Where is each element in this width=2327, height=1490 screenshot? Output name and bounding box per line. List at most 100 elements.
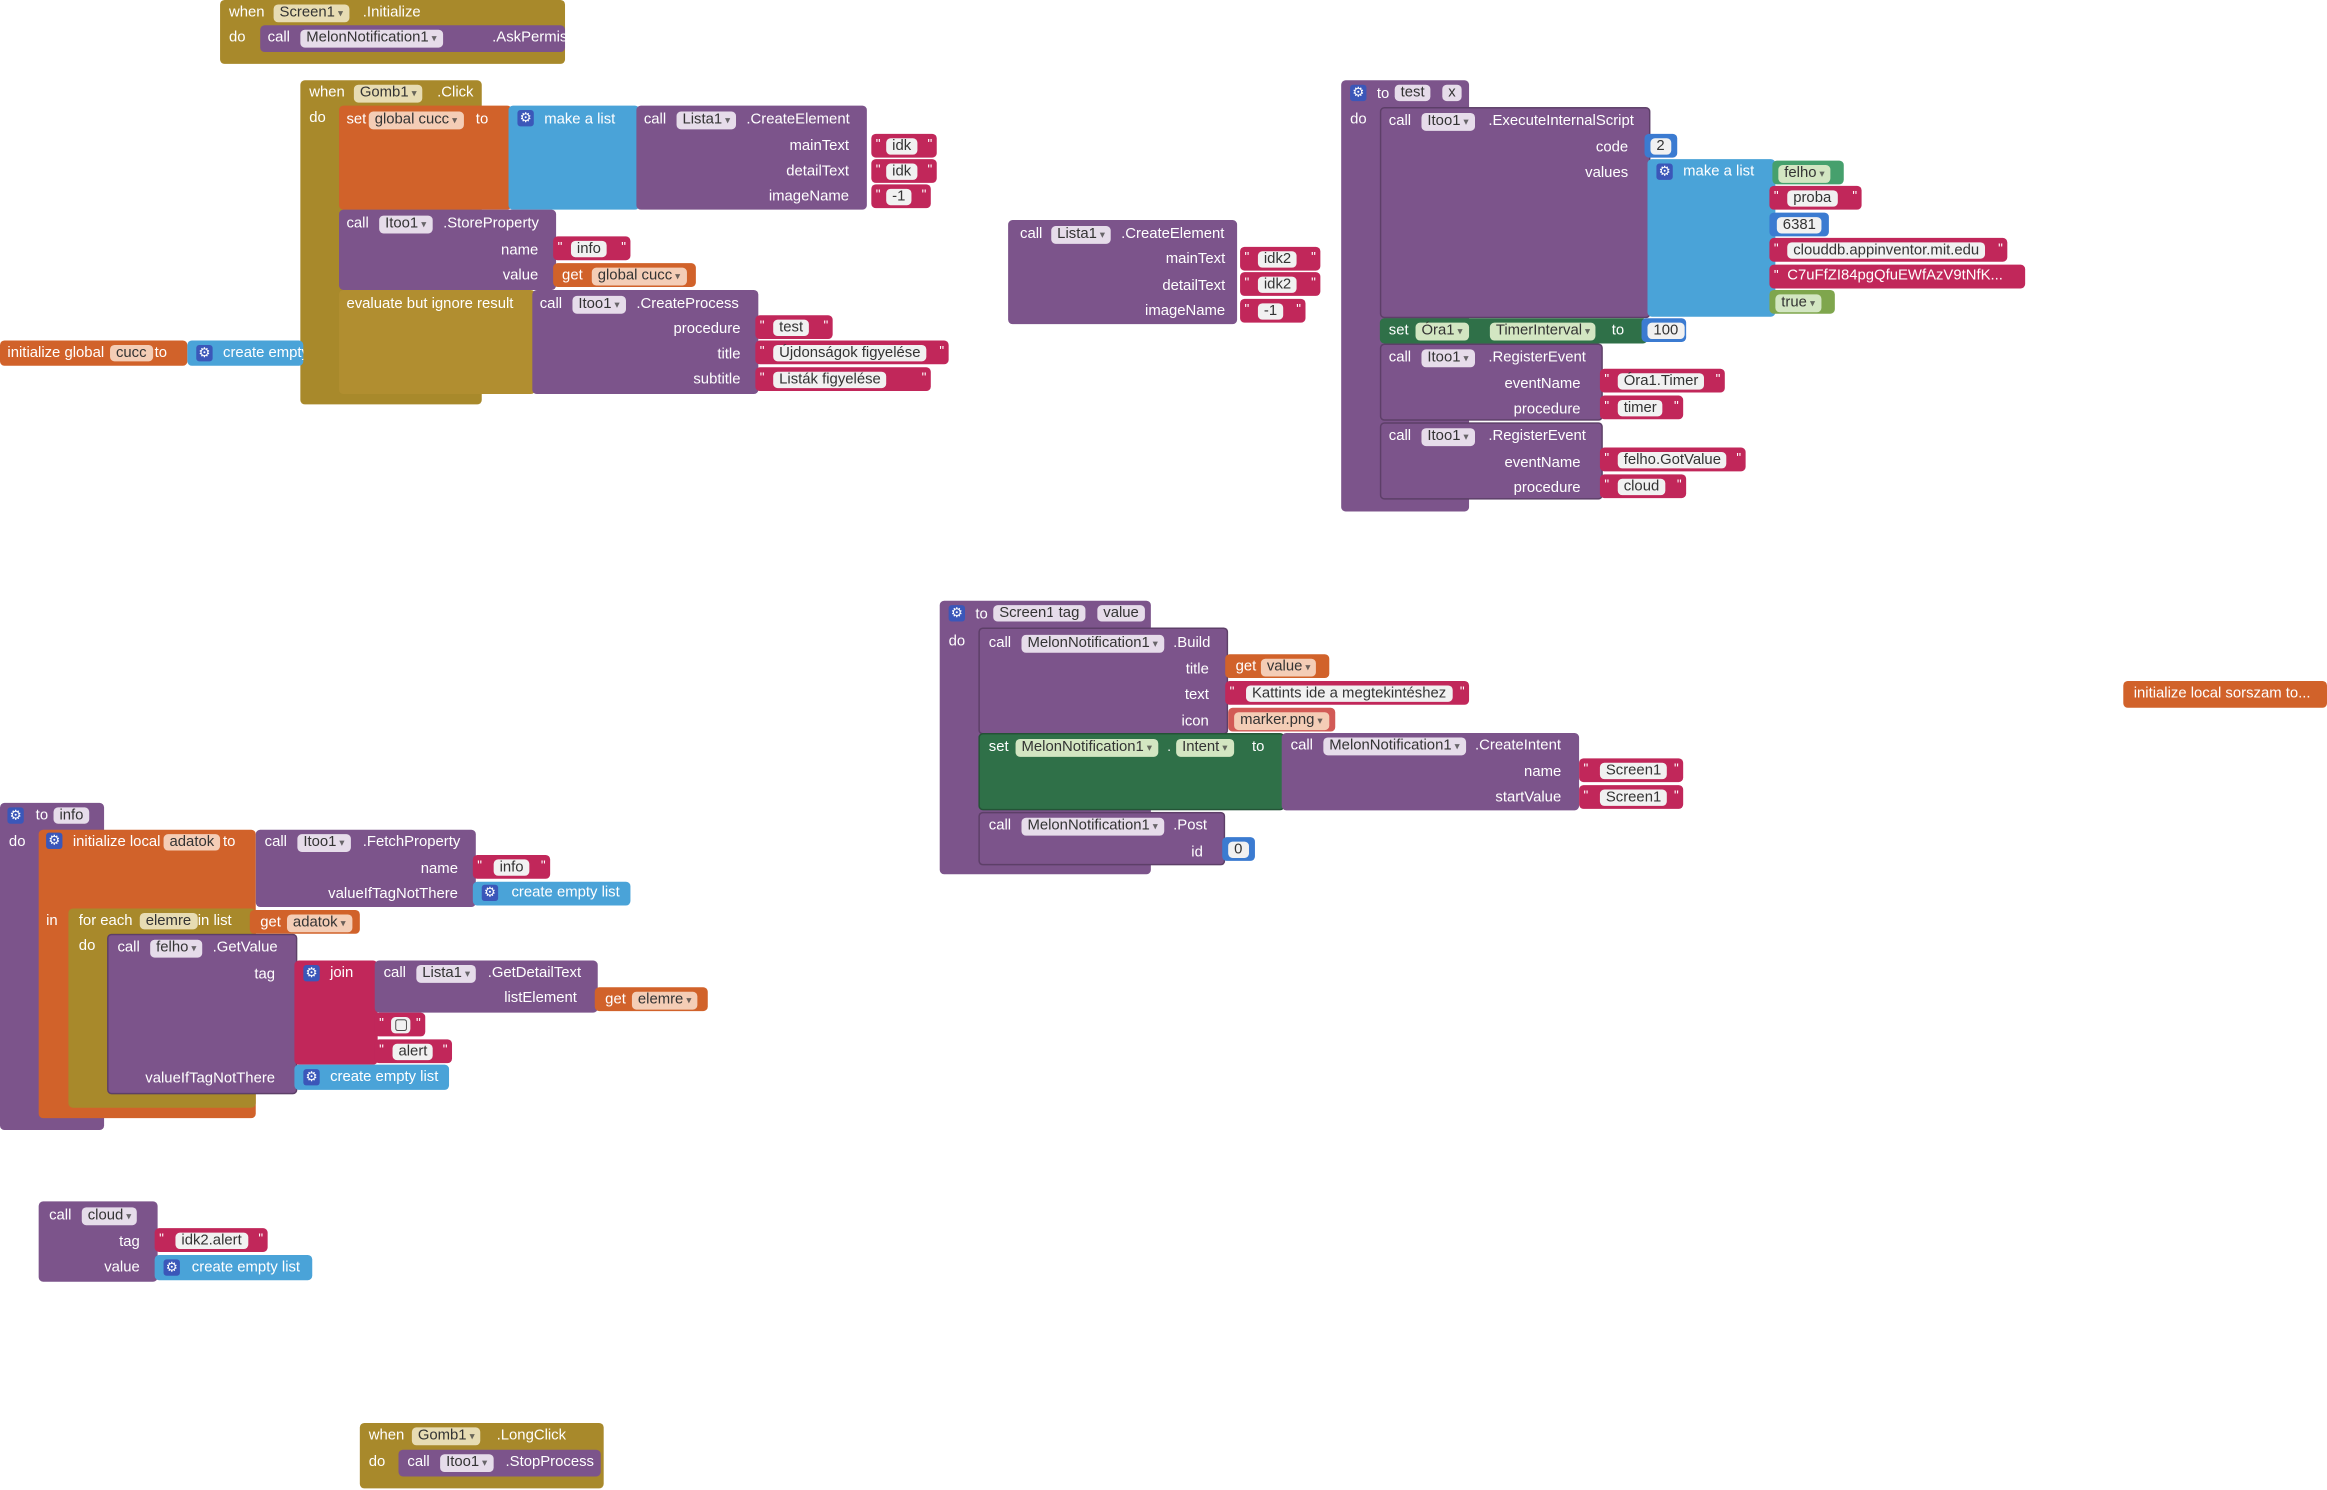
- text-block[interactable]: "idk2": [1240, 246, 1321, 271]
- set-melonnotification1-intent-block[interactable]: set MelonNotification1 . Intent to: [978, 733, 1285, 811]
- when-gomb1-longclick-block[interactable]: when Gomb1 .LongClick do call Itoo1 .Sto…: [359, 1422, 604, 1489]
- component-dropdown[interactable]: Lista1: [676, 111, 737, 130]
- mutator-gear-icon[interactable]: ⚙: [46, 832, 63, 850]
- call-felho-getvalue-block[interactable]: call felho .GetValue tag valueIfTagNotTh…: [107, 933, 298, 1095]
- set-global-cucc-block[interactable]: set global cucc to: [339, 105, 512, 210]
- text-block[interactable]: "Újdonságok figyelése": [755, 340, 949, 365]
- text-block[interactable]: "test": [755, 315, 833, 340]
- component-dropdown[interactable]: Itoo1: [297, 834, 351, 852]
- call-itoo1-stopprocess-block[interactable]: call Itoo1 .StopProcess: [398, 1449, 601, 1477]
- text-block[interactable]: "▢": [374, 1012, 426, 1037]
- text-value[interactable]: proba: [1787, 190, 1838, 207]
- text-value[interactable]: idk: [886, 138, 918, 155]
- create-empty-list-block[interactable]: ⚙ create empty list: [294, 1064, 450, 1090]
- mutator-gear-icon[interactable]: ⚙: [196, 344, 213, 362]
- component-dropdown[interactable]: Itoo1: [440, 1454, 494, 1473]
- procedure-name-field[interactable]: info: [53, 807, 90, 824]
- call-cloud-procedure-block[interactable]: call cloud tag value: [38, 1201, 158, 1282]
- text-value[interactable]: Screen1: [1599, 762, 1668, 780]
- logic-true-block[interactable]: true: [1769, 289, 1835, 314]
- mutator-gear-icon[interactable]: ⚙: [7, 807, 24, 824]
- text-value[interactable]: cloud: [1617, 478, 1666, 496]
- text-block[interactable]: "Screen1": [1579, 758, 1684, 783]
- text-block[interactable]: "Óra1.Timer": [1599, 368, 1725, 393]
- call-askpermission-block[interactable]: call MelonNotification1 .AskPermission: [260, 25, 595, 53]
- text-value[interactable]: timer: [1617, 399, 1663, 417]
- initialize-global-cucc-block[interactable]: initialize global cucc to: [0, 340, 188, 366]
- component-felho-block[interactable]: felho: [1772, 160, 1844, 185]
- component-dropdown[interactable]: Itoo1: [572, 295, 626, 314]
- text-block[interactable]: "clouddb.appinventor.mit.edu": [1769, 237, 2008, 262]
- text-value[interactable]: idk: [886, 163, 918, 180]
- number-block[interactable]: 0: [1222, 837, 1255, 861]
- component-dropdown[interactable]: Gomb1: [353, 84, 423, 103]
- join-block[interactable]: ⚙ join: [294, 960, 378, 1065]
- component-dropdown[interactable]: felho: [150, 939, 203, 958]
- number-value[interactable]: 100: [1647, 322, 1685, 340]
- variable-dropdown[interactable]: global cucc: [591, 267, 687, 286]
- component-dropdown[interactable]: Itoo1: [1421, 113, 1475, 131]
- text-block[interactable]: "C7uFfZI84pgQfuEWfAzV9tNfK...: [1769, 264, 2026, 289]
- call-lista1-createelement-block[interactable]: call Lista1 .CreateElement mainText deta…: [1008, 220, 1238, 325]
- component-dropdown[interactable]: MelonNotification1: [300, 29, 443, 48]
- component-dropdown[interactable]: Gomb1: [411, 1427, 481, 1446]
- text-value[interactable]: -1: [886, 188, 912, 206]
- text-block[interactable]: "-1": [1240, 298, 1306, 323]
- procedure-name-field[interactable]: Screen1: [993, 605, 1061, 622]
- initialize-local-sorszam-collapsed-block[interactable]: initialize local sorszam to...: [2123, 681, 2327, 708]
- text-value[interactable]: info: [570, 240, 607, 258]
- call-lista1-createelement-block[interactable]: call Lista1 .CreateElement mainText deta…: [636, 105, 867, 210]
- get-variable-block[interactable]: get adatok: [249, 909, 360, 934]
- make-a-list-block[interactable]: ⚙ make a list: [1647, 159, 1776, 317]
- call-lista1-getdetailtext-block[interactable]: call Lista1 .GetDetailText listElement: [374, 960, 598, 1013]
- component-dropdown[interactable]: Lista1: [416, 964, 477, 983]
- call-itoo1-fetchproperty-block[interactable]: call Itoo1 .FetchProperty name valueIfTa…: [255, 829, 476, 908]
- text-value[interactable]: idk2: [1257, 276, 1298, 293]
- number-block[interactable]: 100: [1641, 318, 1687, 342]
- get-variable-block[interactable]: get value: [1225, 654, 1330, 679]
- call-itoo1-registerevent-block[interactable]: call Itoo1 .RegisterEvent eventName proc…: [1379, 343, 1603, 421]
- asset-dropdown-block[interactable]: marker.png: [1228, 707, 1336, 732]
- variable-name-field[interactable]: cucc: [110, 344, 153, 362]
- create-empty-list-block[interactable]: ⚙ create empty list: [187, 340, 304, 366]
- mutator-gear-icon[interactable]: ⚙: [163, 1259, 180, 1276]
- number-block[interactable]: 6381: [1769, 212, 1829, 237]
- component-dropdown[interactable]: Itoo1: [1421, 428, 1475, 447]
- number-value[interactable]: 2: [1650, 138, 1671, 155]
- set-ora1-timerinterval-block[interactable]: set Óra1 TimerInterval to: [1379, 318, 1648, 344]
- text-block[interactable]: "Kattints ide a megtekintéshez": [1225, 681, 1470, 705]
- component-dropdown[interactable]: Óra1: [1415, 322, 1469, 341]
- text-value[interactable]: clouddb.appinventor.mit.edu: [1787, 242, 1986, 259]
- call-itoo1-storeproperty-block[interactable]: call Itoo1 .StoreProperty name value: [339, 209, 557, 290]
- text-block[interactable]: "idk2.alert": [154, 1228, 268, 1252]
- text-block[interactable]: "idk2": [1240, 272, 1321, 296]
- text-block[interactable]: "-1": [871, 184, 931, 209]
- text-block[interactable]: "Listák figyelése": [755, 367, 931, 392]
- call-melonnotification1-createintent-block[interactable]: call MelonNotification1 .CreateIntent na…: [1281, 733, 1580, 811]
- get-variable-block[interactable]: get global cucc: [553, 263, 696, 287]
- text-value[interactable]: alert: [392, 1043, 434, 1061]
- mutator-gear-icon[interactable]: ⚙: [481, 884, 499, 902]
- text-value[interactable]: -1: [1257, 303, 1284, 320]
- procedure-dropdown[interactable]: cloud: [81, 1207, 138, 1226]
- boolean-dropdown[interactable]: true: [1775, 294, 1822, 313]
- number-block[interactable]: 2: [1644, 133, 1678, 158]
- text-value[interactable]: ▢: [391, 1017, 412, 1034]
- text-value[interactable]: Listák figyelése: [773, 371, 887, 389]
- variable-dropdown[interactable]: adatok: [286, 914, 352, 933]
- text-value[interactable]: idk2: [1257, 251, 1298, 268]
- asset-dropdown[interactable]: marker.png: [1234, 712, 1329, 731]
- variable-dropdown[interactable]: global cucc: [368, 111, 464, 130]
- variable-dropdown[interactable]: value: [1260, 658, 1317, 677]
- create-empty-list-block[interactable]: ⚙ create empty list: [154, 1254, 313, 1281]
- component-dropdown[interactable]: felho: [1778, 165, 1831, 183]
- mutator-gear-icon[interactable]: ⚙: [303, 1069, 320, 1086]
- mutator-gear-icon[interactable]: ⚙: [303, 964, 320, 982]
- text-block[interactable]: "idk": [871, 133, 937, 158]
- property-dropdown[interactable]: TimerInterval: [1489, 322, 1597, 341]
- text-block[interactable]: "alert": [374, 1039, 453, 1064]
- text-block[interactable]: "felho.GotValue": [1599, 447, 1746, 472]
- component-dropdown[interactable]: Screen1: [273, 4, 350, 23]
- text-block[interactable]: "info": [553, 236, 631, 261]
- call-melonnotification1-build-block[interactable]: call MelonNotification1 .Build title tex…: [978, 627, 1229, 735]
